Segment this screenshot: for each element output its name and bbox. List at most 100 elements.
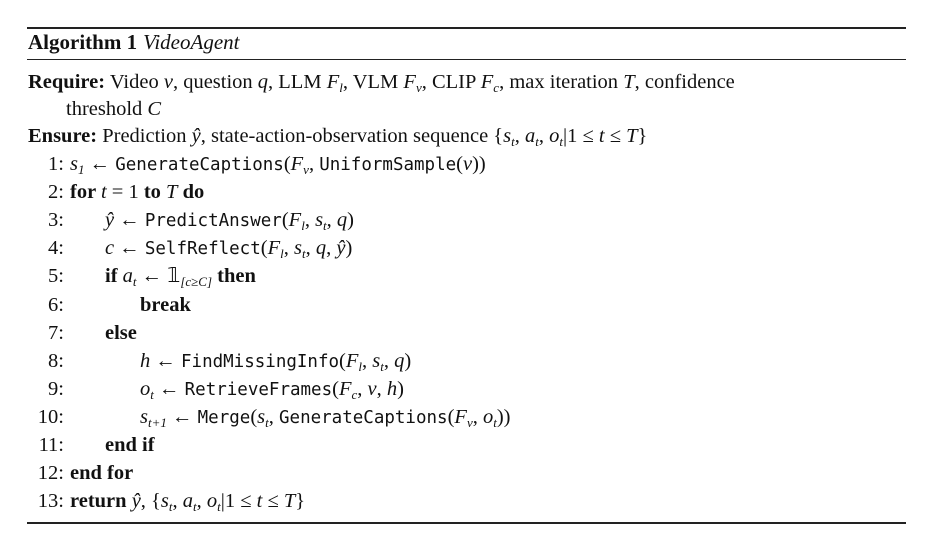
keyword: then <box>212 265 256 288</box>
text-segment: , VLM <box>342 71 404 93</box>
text-segment: , <box>357 377 368 400</box>
text-segment: a <box>525 125 536 147</box>
text-segment: , state-action-observation sequence { <box>200 125 504 147</box>
line-content: for t = 1 to T do <box>70 181 204 203</box>
procedure-name: GenerateCaptions <box>115 155 284 175</box>
algorithm-line: 9:ot ← RetrieveFrames(Fc, v, h) <box>28 376 404 403</box>
text-segment: ) <box>345 237 353 260</box>
text-segment: } <box>295 490 306 513</box>
text-segment: ← 𝟙 <box>136 265 181 288</box>
algorithm-line: 4:c ← SelfReflect(Fl, st, q, ŷ) <box>28 235 352 262</box>
line-number: 5: <box>48 265 64 288</box>
line-number: 10: <box>37 405 64 428</box>
text-segment: o <box>140 377 151 400</box>
text-segment: , <box>283 237 294 260</box>
text-segment: ( <box>250 405 258 428</box>
line-number: 9: <box>48 377 64 400</box>
line-number: 7: <box>48 321 64 344</box>
text-segment: , <box>308 153 320 175</box>
text-segment: F <box>338 377 352 400</box>
algorithm-line: 6:break <box>28 292 191 318</box>
subscript: t <box>217 499 221 515</box>
subscript: 1 <box>77 162 85 177</box>
text-segment: ← <box>84 153 116 175</box>
text-segment: , <box>268 405 279 428</box>
algorithm-line: 8: h ← FindMissingInfo(Fl, st, q) <box>28 348 411 375</box>
text-segment: ( <box>447 405 455 428</box>
subscript: t <box>559 134 564 149</box>
text-segment: , <box>538 125 550 147</box>
subscript: t <box>511 134 515 149</box>
text-segment: t <box>256 490 263 513</box>
text-segment: T <box>166 181 178 204</box>
text-segment: , LLM <box>268 71 327 93</box>
text-segment: t <box>598 125 605 147</box>
line-number: 8: <box>48 349 64 372</box>
text-segment: o <box>549 125 560 147</box>
line-content: if at ← 𝟙[c≥C] then <box>105 265 256 288</box>
text-segment: )) <box>496 405 511 428</box>
text-segment: t <box>100 181 107 204</box>
line-number: 1: <box>48 153 64 175</box>
text-segment: h <box>140 349 151 372</box>
bottom-rule <box>27 522 906 524</box>
text-segment: , <box>472 405 483 428</box>
text-segment: ← <box>114 209 145 232</box>
text-segment: ( <box>456 153 463 175</box>
text-segment: s <box>257 405 266 428</box>
require-label: Require: <box>28 71 106 93</box>
text-segment: q <box>336 209 348 232</box>
algorithm-name: VideoAgent <box>143 30 240 54</box>
line-content: break <box>140 294 191 316</box>
text-segment: q <box>257 71 269 93</box>
text-segment: c <box>105 237 115 260</box>
text-segment: ) <box>404 349 412 372</box>
text-segment: o <box>482 405 494 428</box>
text-segment: , confidence <box>634 71 735 93</box>
algorithm-line: 12:end for <box>28 460 133 486</box>
text-segment: , <box>514 125 526 147</box>
subscript: c <box>493 80 500 95</box>
line-number: 3: <box>48 209 64 232</box>
text-segment: s <box>140 405 148 428</box>
text-segment: ) <box>397 377 404 400</box>
keyword: to <box>143 181 167 204</box>
text-segment: ( <box>283 153 291 175</box>
text-segment: Video <box>109 71 164 93</box>
ensure-line: Ensure: Prediction ŷ, state-action-obser… <box>28 123 647 149</box>
text-segment: F <box>454 405 467 428</box>
text-segment: C <box>147 98 162 120</box>
text-segment: Prediction <box>102 125 192 147</box>
text-segment: } <box>637 125 648 147</box>
keyword: return <box>70 490 132 513</box>
line-content: s1 ← GenerateCaptions(Fv, UniformSample(… <box>70 153 486 177</box>
text-segment: , <box>304 209 316 232</box>
subscript: t <box>168 499 173 515</box>
text-segment: , <box>376 377 387 400</box>
text-segment: |1 ≤ <box>563 125 599 147</box>
keyword: for <box>70 181 101 204</box>
algorithm-line: 10:st+1 ← Merge(st, GenerateCaptions(Fv,… <box>28 404 511 431</box>
text-segment: , question <box>172 71 258 93</box>
require-continuation: threshold C <box>66 96 161 122</box>
text-segment: , <box>196 490 207 513</box>
text-segment: s <box>70 153 78 175</box>
text-segment: v <box>163 71 173 93</box>
text-segment: )) <box>472 153 486 175</box>
text-segment: ≤ <box>604 125 627 147</box>
ensure-text: Prediction ŷ, state-action-observation s… <box>102 125 648 149</box>
line-content: h ← FindMissingInfo(Fl, st, q) <box>140 349 412 373</box>
subscript: t <box>323 218 327 234</box>
procedure-name: UniformSample <box>319 155 457 175</box>
text-segment: ( <box>332 377 339 400</box>
text-segment: , <box>172 490 183 513</box>
text-segment: s <box>372 349 381 372</box>
text-segment: , CLIP <box>421 71 481 93</box>
text-segment: F <box>403 71 416 93</box>
line-content: return ŷ, {st, at, ot|1 ≤ t ≤ T} <box>70 490 306 515</box>
subscript: t <box>493 414 497 430</box>
text-segment: a <box>182 490 193 513</box>
line-number: 13: <box>37 490 64 513</box>
subscript: v <box>415 80 422 95</box>
